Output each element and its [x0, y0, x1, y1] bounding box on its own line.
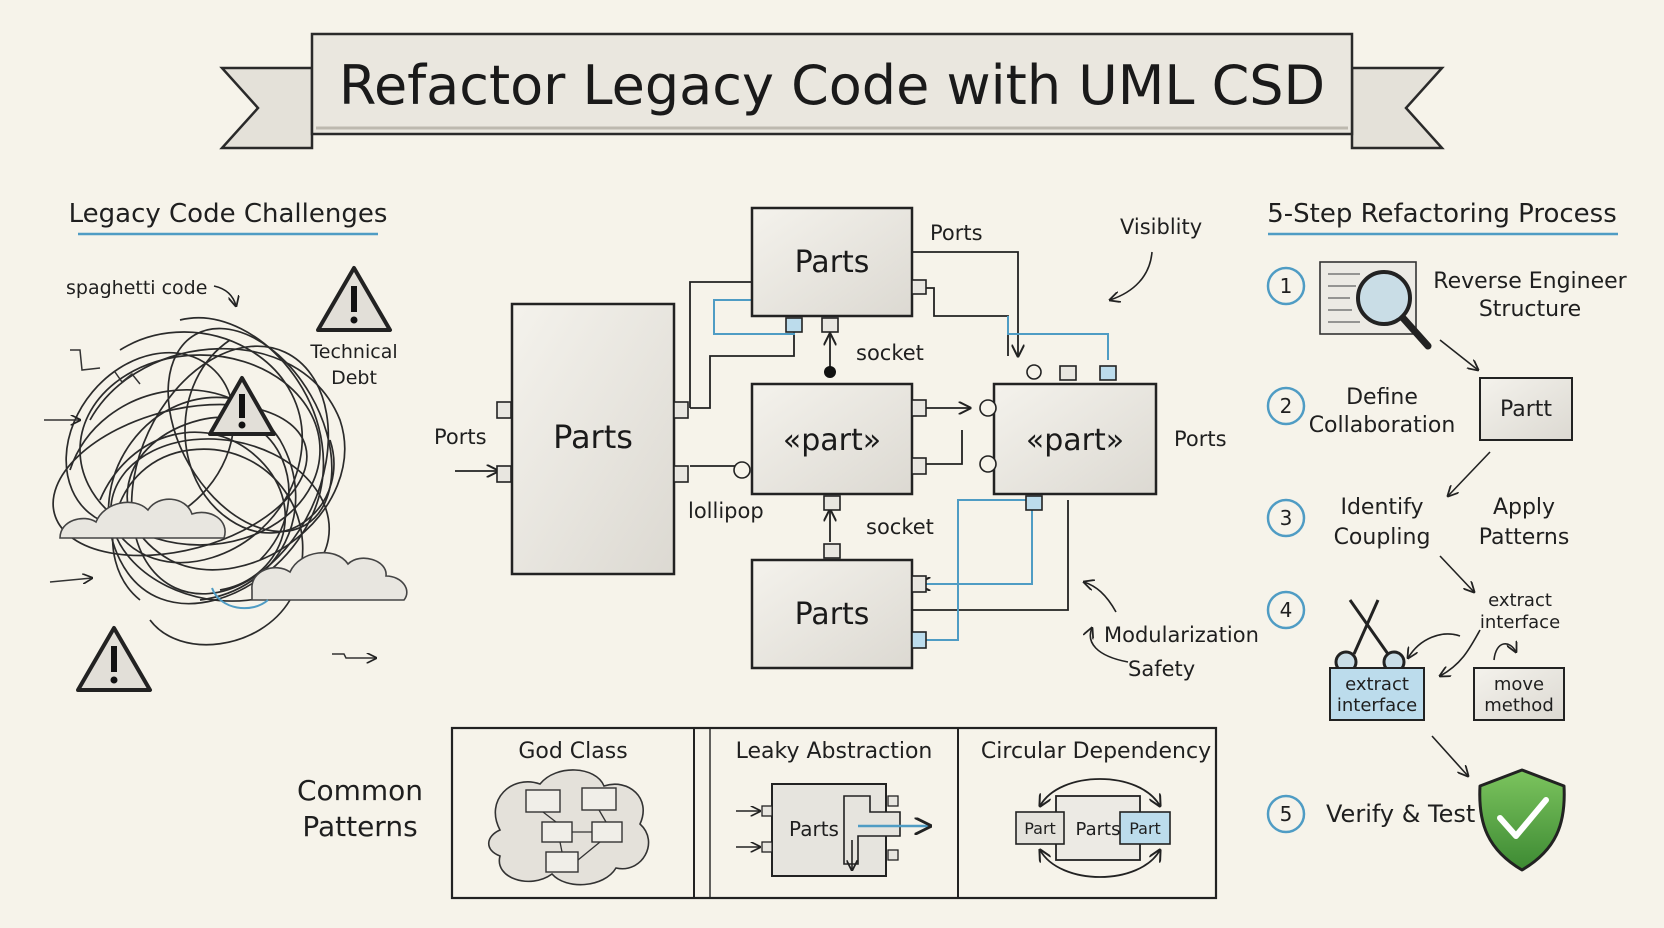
step2-label-line2: Collaboration: [1309, 413, 1456, 438]
debt-label-line1: Technical: [309, 341, 397, 363]
step3-number: 3: [1280, 506, 1293, 530]
socket-label-upper: socket: [856, 341, 924, 365]
ports-label-left: Ports: [434, 425, 487, 449]
warning-icon-top: [316, 266, 392, 332]
step4-move-box: [1473, 667, 1565, 721]
step2-part-box: [1479, 377, 1573, 441]
ports-label-right: Ports: [1174, 427, 1227, 451]
circ-right-label: Part: [1129, 819, 1161, 838]
magnifier-document-icon: [1319, 261, 1432, 350]
safety-label: Safety: [1128, 657, 1195, 681]
step4-box2-line1: move: [1494, 674, 1544, 695]
step4-note-line2: interface: [1480, 612, 1560, 633]
debt-label-line2: Debt: [331, 367, 377, 389]
title-banner: Refactor Legacy Code with UML CSD: [219, 32, 1445, 150]
page-title: Refactor Legacy Code with UML CSD: [339, 54, 1325, 117]
modularization-label: Modularization: [1104, 623, 1259, 647]
step3-right-line2: Patterns: [1479, 525, 1570, 550]
banner-left-tail: [219, 66, 314, 150]
socket-label-lower: socket: [866, 515, 934, 539]
part-bottom-box: [750, 558, 914, 670]
warning-icon-bottom: [76, 626, 152, 692]
step2-label-line1: Define: [1346, 385, 1418, 410]
step4-box2-line2: method: [1484, 695, 1554, 716]
patterns-label-line1: Common: [297, 774, 423, 807]
step4-extract-box: [1329, 667, 1425, 721]
cloud-right: [251, 551, 408, 601]
legacy-heading: Legacy Code Challenges: [69, 199, 388, 229]
patterns-frame: [450, 726, 1218, 900]
visibility-label: Visiblity: [1120, 215, 1202, 239]
pattern-leaky-title: Leaky Abstraction: [736, 739, 933, 764]
process-section: 5-Step Refactoring Process 1 2 3 4 5 Rev…: [1266, 199, 1628, 872]
step4-number: 4: [1280, 598, 1293, 622]
circ-mid-label: Parts: [1076, 819, 1121, 840]
leaky-part-label: Parts: [789, 817, 839, 841]
warning-icon-middle: [208, 376, 276, 436]
part-top-label: Parts: [795, 245, 870, 280]
banner-right-tail: [1350, 66, 1445, 150]
scissors-icon: [1334, 599, 1406, 674]
step3-right-line1: Apply: [1493, 495, 1555, 520]
part-right-label: «part»: [1026, 423, 1124, 458]
step2-box-label: Partt: [1500, 397, 1552, 422]
shield-check-icon: [1478, 768, 1566, 872]
step1-number: 1: [1280, 274, 1293, 298]
step3-label-line2: Coupling: [1334, 525, 1431, 550]
part-left-label: Parts: [553, 418, 633, 456]
ports-label-top: Ports: [930, 221, 983, 245]
part-center-label: «part»: [783, 423, 881, 458]
step4-box1-line2: interface: [1337, 695, 1417, 716]
step1-label-line2: Structure: [1479, 297, 1581, 322]
step1-label-line1: Reverse Engineer: [1433, 269, 1627, 294]
common-patterns: Common Patterns God Class Leaky Abstract…: [297, 726, 1218, 900]
step5-number: 5: [1280, 802, 1293, 826]
csd-diagram: Parts Parts «part» «part» Parts: [434, 206, 1259, 681]
banner-body: [310, 32, 1354, 136]
step4-note-line1: extract: [1488, 590, 1552, 611]
step4-box1-line1: extract: [1345, 674, 1409, 695]
step5-label: Verify & Test: [1326, 800, 1475, 828]
part-right-box: [992, 382, 1158, 496]
step3-label-line1: Identify: [1340, 495, 1423, 520]
part-top-box: [750, 206, 914, 318]
part-bottom-label: Parts: [795, 597, 870, 632]
step2-number: 2: [1280, 394, 1293, 418]
pattern-circular-title: Circular Dependency: [981, 739, 1211, 764]
spaghetti-label: spaghetti code: [66, 277, 207, 299]
lollipop-label: lollipop: [688, 499, 764, 523]
process-heading: 5-Step Refactoring Process: [1267, 199, 1617, 229]
patterns-label-line2: Patterns: [302, 810, 417, 843]
circ-left-label: Part: [1024, 819, 1056, 838]
cloud-left: [59, 498, 226, 539]
part-center-box: [750, 382, 914, 496]
pattern-god-class-title: God Class: [518, 739, 627, 764]
legacy-section: Legacy Code Challenges spaghetti code: [44, 199, 408, 692]
part-left-box: [510, 302, 676, 576]
